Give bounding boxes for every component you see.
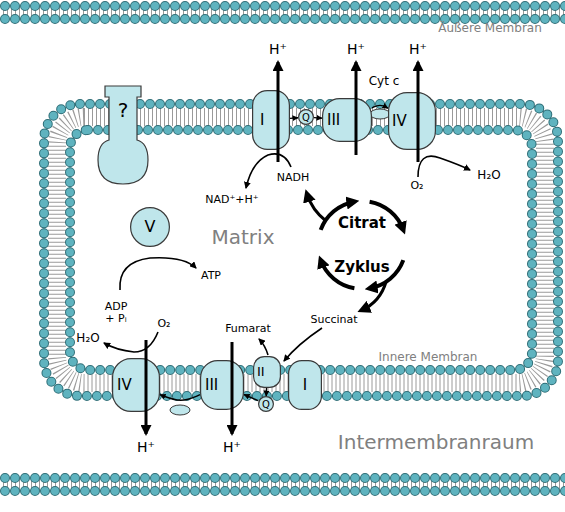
molecule-label: NAD⁺+H⁺ (205, 194, 258, 206)
region-label: Intermembranraum (338, 431, 534, 453)
reaction-arrows (104, 154, 470, 361)
cytochrome-label: Cyt c (369, 75, 400, 88)
cycle-label: Zyklus (334, 259, 389, 276)
complex-i: I (288, 360, 322, 410)
proton-label: H⁺ (409, 42, 427, 57)
complex-ii: II (253, 356, 281, 388)
membrane-label: Äußere Membran (438, 22, 542, 35)
node-label: IV (117, 377, 132, 394)
molecule-label: ATP (201, 270, 221, 282)
electron-transfer-arrow (244, 395, 258, 401)
cytochrome-c (370, 109, 390, 119)
molecule-label: H₂O (477, 169, 500, 182)
node-label: II (257, 365, 265, 379)
complex-iii: III (200, 360, 244, 410)
node-outline (252, 90, 290, 150)
molecule-label: O₂ (157, 318, 170, 330)
ubiquinone: Q (298, 109, 314, 125)
node-label: V (145, 218, 156, 236)
node-label: ? (118, 99, 129, 121)
electron-transfer-arrow (314, 117, 322, 119)
node-label: III (205, 377, 218, 394)
electron-transfer-arrow (372, 105, 388, 108)
citric-cycle-arrows (307, 194, 403, 310)
electron-transfer-arrow (290, 117, 298, 119)
electron-transfer-arrow (266, 388, 268, 396)
molecule-label: O₂ (410, 180, 423, 192)
node-label: Q (262, 399, 270, 410)
proton-label: H⁺ (137, 440, 155, 455)
transporter: ? (97, 85, 149, 185)
membrane-label: Innere Membran (379, 351, 478, 364)
proton-label: H⁺ (223, 440, 241, 455)
node-label: Q (302, 112, 310, 123)
ubiquinone: Q (258, 396, 274, 412)
outer-membrane (0, 478, 565, 491)
cycle-label: Citrat (338, 215, 386, 232)
node-label: IV (392, 113, 407, 130)
proton-label: H⁺ (269, 42, 287, 57)
complex-iv: IV (112, 358, 160, 412)
proton-pump-arrows (146, 62, 418, 434)
outer-membrane (0, 6, 565, 19)
molecule-label: H₂O (76, 332, 99, 345)
complex-iii: III (322, 98, 372, 142)
proton-label: H⁺ (347, 42, 365, 57)
cytochrome-c (170, 405, 190, 415)
molecule-label: Fumarat (225, 323, 271, 335)
node-label: I (303, 377, 307, 394)
complex-iv: IV (388, 92, 436, 150)
complex-i: I (252, 90, 290, 150)
node-label: I (260, 112, 264, 129)
region-label: Matrix (212, 226, 275, 248)
node-label: III (327, 112, 340, 129)
atp-synthase: V (130, 207, 170, 247)
molecule-label: NADH (277, 172, 310, 184)
molecule-label: ADP + Pᵢ (101, 301, 131, 325)
electron-transfer-arrow (160, 395, 200, 401)
molecule-label: Succinat (310, 314, 357, 326)
